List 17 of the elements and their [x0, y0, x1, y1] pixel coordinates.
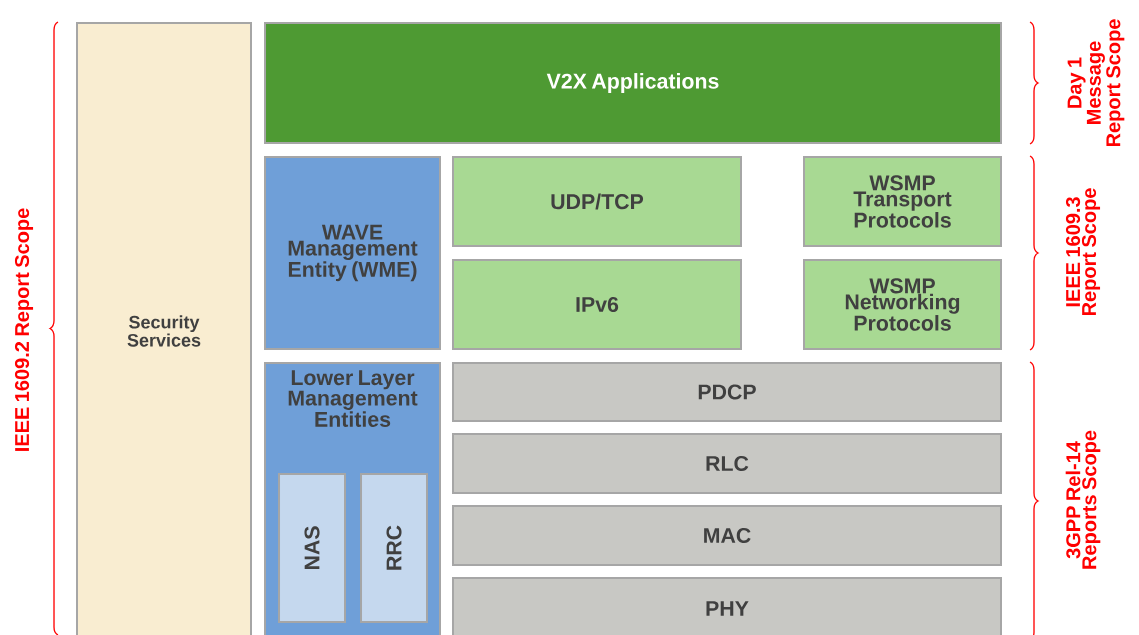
- application-box: V2X Applications: [264, 22, 1002, 144]
- management-box: WAVE Management Entity (WME): [264, 156, 441, 350]
- protocol-box: UDP/TCP: [452, 156, 742, 247]
- protocol-box: IPv6: [452, 259, 742, 350]
- protocol-box: WSMP Transport Protocols: [803, 156, 1002, 247]
- entity-box: RRC: [360, 473, 428, 623]
- entity-box: NAS: [278, 473, 346, 623]
- scope-label: 3GPP Rel-14 Reports Scope: [1065, 430, 1101, 569]
- scope-label: IEEE 1609.3 Report Scope: [1065, 188, 1101, 316]
- scope-label: Day 1 Message Report Scope: [1067, 19, 1125, 147]
- layer-box: PDCP: [452, 362, 1002, 422]
- scope-label: IEEE 1609.2 Report Scope: [14, 208, 34, 451]
- security-box: Security Services: [76, 22, 252, 635]
- protocol-box: WSMP Networking Protocols: [803, 259, 1002, 350]
- layer-box: MAC: [452, 505, 1002, 566]
- layer-box: PHY: [452, 577, 1002, 635]
- layer-box: RLC: [452, 433, 1002, 494]
